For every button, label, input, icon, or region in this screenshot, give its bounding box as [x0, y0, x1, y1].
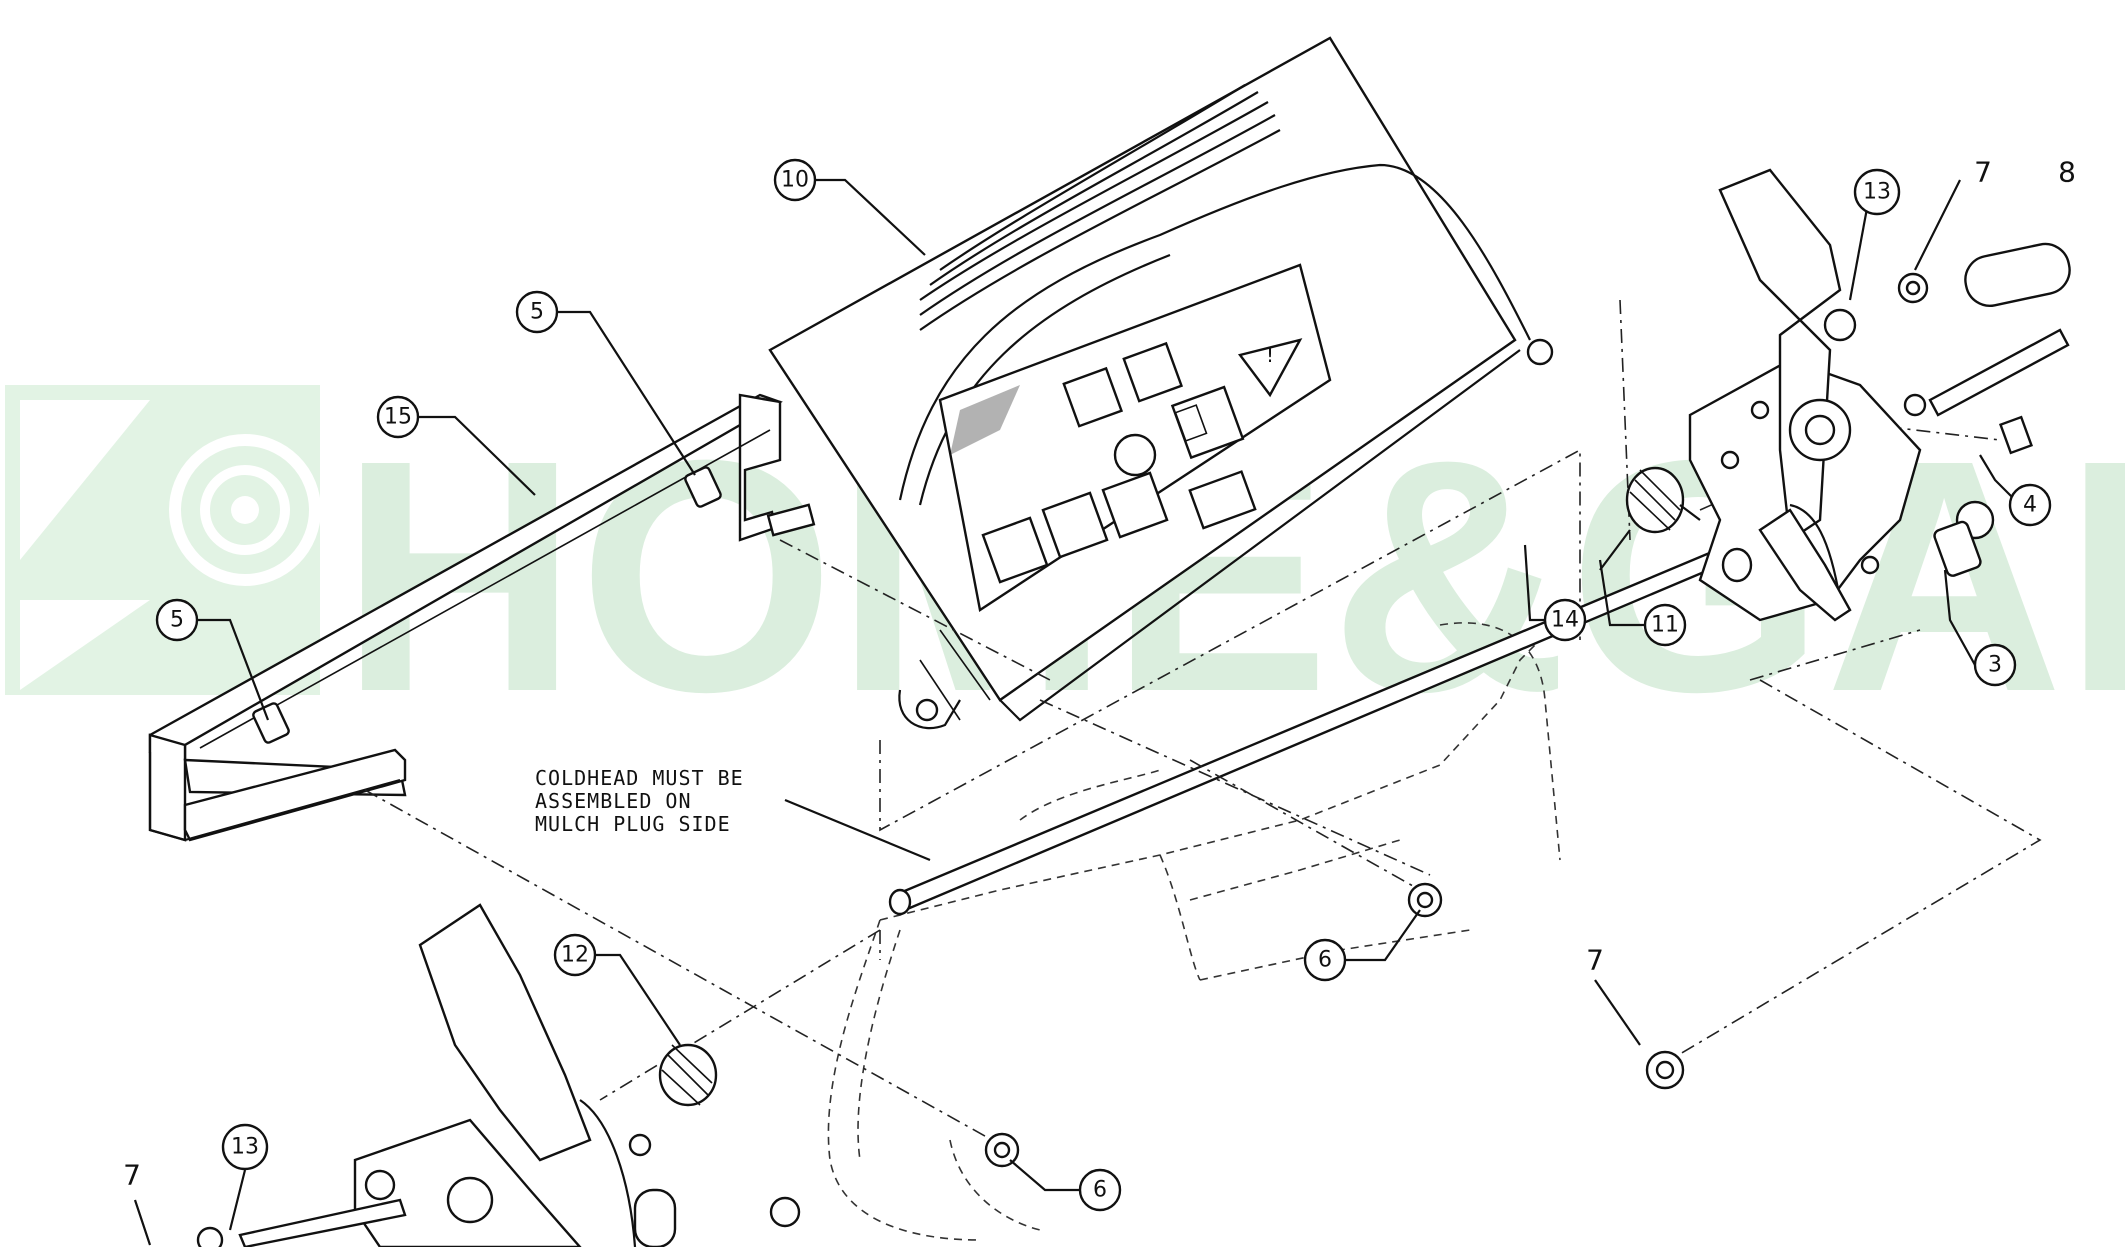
watermark-logo-icon: [5, 385, 321, 695]
svg-text:12: 12: [561, 943, 589, 968]
svg-text:6: 6: [1093, 1178, 1107, 1203]
left-lever-bracket: [196, 903, 801, 1252]
callout-3: 3: [1973, 643, 2017, 687]
callouts: 10 5 15 5 13 4 3 14: [155, 158, 2052, 1212]
label-7-top: 7: [1974, 156, 1992, 189]
svg-text:5: 5: [170, 608, 184, 633]
svg-text:13: 13: [231, 1135, 259, 1160]
warning-symbol-icon: !: [950, 338, 1303, 584]
callout-14: 14: [1543, 598, 1587, 642]
callout-13-right: 13: [1853, 168, 1901, 216]
callout-5-upper: 5: [515, 290, 559, 334]
svg-text:!: !: [1266, 343, 1274, 367]
note-line-1: COLDHEAD MUST BE: [535, 766, 744, 790]
label-7-bottom: 7: [123, 1159, 141, 1192]
callout-5-lower: 5: [155, 598, 199, 642]
assembly-note: COLDHEAD MUST BE ASSEMBLED ON MULCH PLUG…: [535, 766, 744, 836]
svg-text:5: 5: [530, 300, 544, 325]
bag-frame: [148, 393, 783, 842]
bare-labels: 7 8 7 7: [123, 156, 2076, 1192]
callout-10: 10: [773, 158, 817, 202]
callout-6-lower: 6: [1078, 1168, 1122, 1212]
label-7-mid: 7: [1586, 944, 1604, 977]
svg-text:13: 13: [1863, 180, 1891, 205]
hardware-parts: [984, 242, 2071, 1168]
callout-15: 15: [376, 395, 420, 439]
note-line-2: ASSEMBLED ON: [535, 789, 692, 813]
svg-text:3: 3: [1988, 653, 2002, 678]
callout-13-left: 13: [221, 1123, 269, 1171]
svg-text:10: 10: [781, 168, 809, 193]
torsion-spring-icon: [1599, 466, 1701, 571]
vent-slots: [919, 84, 1281, 331]
right-lever-bracket: [1688, 168, 2070, 622]
control-panel: !: [768, 36, 1554, 730]
callout-4: 4: [2008, 483, 2052, 527]
shoulder-bolt-icon: [252, 466, 816, 744]
callout-11: 11: [1643, 603, 1687, 647]
callout-6-right: 6: [1303, 938, 1347, 982]
svg-text:15: 15: [384, 405, 412, 430]
svg-text:14: 14: [1551, 608, 1579, 633]
callout-12: 12: [553, 933, 597, 977]
svg-text:4: 4: [2023, 493, 2037, 518]
note-line-3: MULCH PLUG SIDE: [535, 812, 731, 836]
svg-text:11: 11: [1651, 613, 1679, 638]
svg-text:6: 6: [1318, 948, 1332, 973]
label-8: 8: [2058, 156, 2076, 189]
